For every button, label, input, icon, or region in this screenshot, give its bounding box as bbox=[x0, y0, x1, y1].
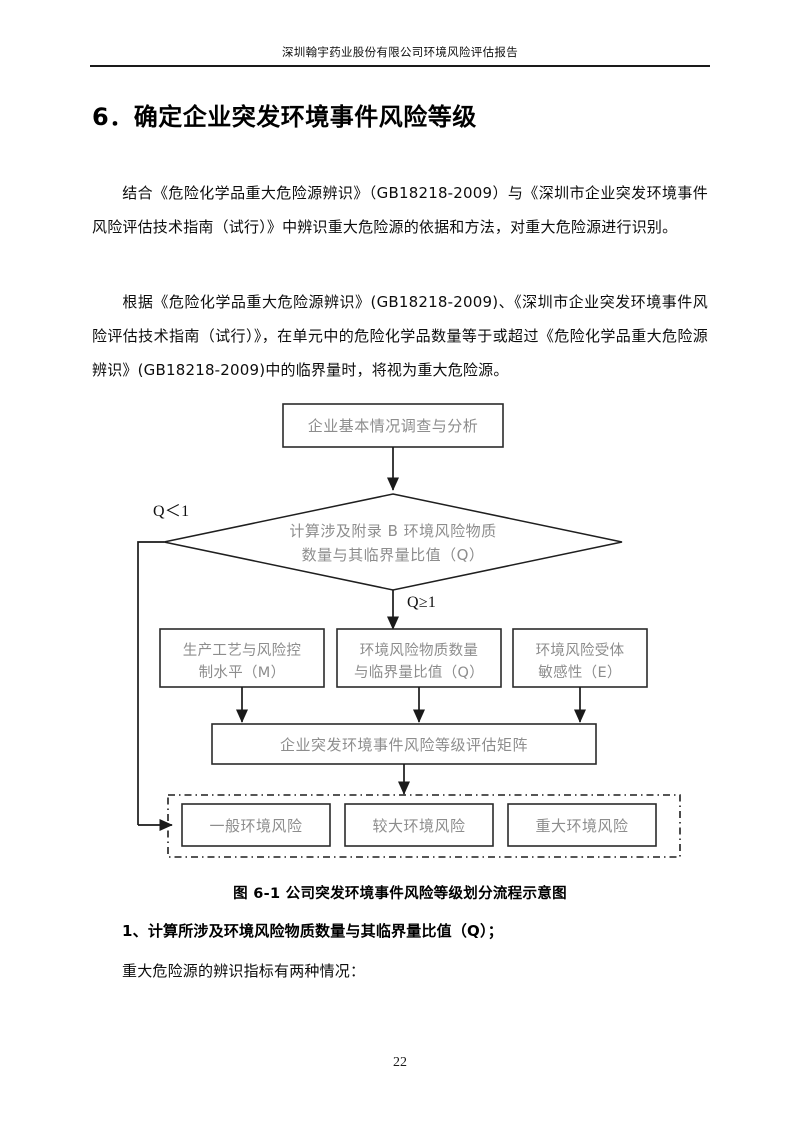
paragraph-1: 结合《危险化学品重大危险源辨识》（GB18218-2009）与《深圳市企业突发环… bbox=[92, 176, 708, 244]
flow-node-matrix-label: 企业突发环境事件风险等级评估矩阵 bbox=[280, 736, 528, 754]
flow-node-factor-q-line2: 与临界量比值（Q） bbox=[354, 664, 484, 681]
flow-node-result-general-label: 一般环境风险 bbox=[209, 817, 302, 835]
flow-node-decision-line2: 数量与其临界量比值（Q） bbox=[302, 546, 485, 564]
figure-caption: 图 6-1 公司突发环境事件风险等级划分流程示意图 bbox=[233, 886, 567, 902]
running-header-text: 深圳翰宇药业股份有限公司环境风险评估报告 bbox=[282, 45, 518, 59]
flow-node-factor-q: 环境风险物质数量 与临界量比值（Q） bbox=[336, 628, 502, 688]
flow-node-factor-e: 环境风险受体 敏感性（E） bbox=[512, 628, 648, 688]
running-header: 深圳翰宇药业股份有限公司环境风险评估报告 bbox=[90, 44, 710, 67]
paragraph-2: 根据《危险化学品重大危险源辨识》(GB18218-2009)、《深圳市企业突发环… bbox=[92, 285, 708, 387]
flow-node-result-major-label: 重大环境风险 bbox=[535, 817, 628, 835]
flow-node-factor-m: 生产工艺与风险控 制水平（M） bbox=[159, 628, 325, 688]
flow-node-matrix: 企业突发环境事件风险等级评估矩阵 bbox=[211, 723, 597, 765]
flow-node-decision: 计算涉及附录 B 环境风险物质 数量与其临界量比值（Q） bbox=[163, 493, 623, 591]
flow-node-factor-q-line1: 环境风险物质数量 bbox=[360, 641, 478, 659]
risk-level-flowchart: 企业基本情况调查与分析 计算涉及附录 B 环境风险物质 数量与其临界量比值（Q）… bbox=[0, 392, 800, 872]
flow-node-decision-line1: 计算涉及附录 B 环境风险物质 bbox=[289, 522, 496, 540]
subsection-text: 重大危险源的辨识指标有两种情况： bbox=[122, 962, 366, 980]
page-number: 22 bbox=[393, 1055, 407, 1070]
flow-node-result-large-label: 较大环境风险 bbox=[372, 817, 465, 835]
section-title: 6．确定企业突发环境事件风险等级 bbox=[92, 103, 477, 131]
flow-node-start: 企业基本情况调查与分析 bbox=[282, 403, 504, 448]
flow-node-result-general: 一般环境风险 bbox=[181, 803, 331, 847]
paragraph-1-text: 结合《危险化学品重大危险源辨识》（GB18218-2009）与《深圳市企业突发环… bbox=[92, 184, 708, 236]
flow-node-start-label: 企业基本情况调查与分析 bbox=[308, 417, 479, 435]
flow-node-factor-e-line1: 环境风险受体 bbox=[536, 641, 625, 659]
flow-node-factor-e-line2: 敏感性（E） bbox=[538, 664, 621, 681]
edge-label-yes-branch: Q≥1 bbox=[407, 594, 436, 611]
result-group-container bbox=[167, 794, 681, 858]
subsection-heading: 1、计算所涉及环境风险物质数量与其临界量比值（Q）； bbox=[122, 922, 503, 940]
flow-node-factor-m-line2: 制水平（M） bbox=[199, 664, 286, 681]
edge-label-no-branch: Q＜1 bbox=[153, 503, 189, 520]
connector-no-branch bbox=[137, 541, 164, 825]
header-divider bbox=[90, 65, 710, 67]
flow-node-result-large: 较大环境风险 bbox=[344, 803, 494, 847]
flow-node-result-major: 重大环境风险 bbox=[507, 803, 657, 847]
paragraph-2-text: 根据《危险化学品重大危险源辨识》(GB18218-2009)、《深圳市企业突发环… bbox=[92, 293, 708, 379]
flow-node-factor-m-line1: 生产工艺与风险控 bbox=[183, 642, 301, 659]
